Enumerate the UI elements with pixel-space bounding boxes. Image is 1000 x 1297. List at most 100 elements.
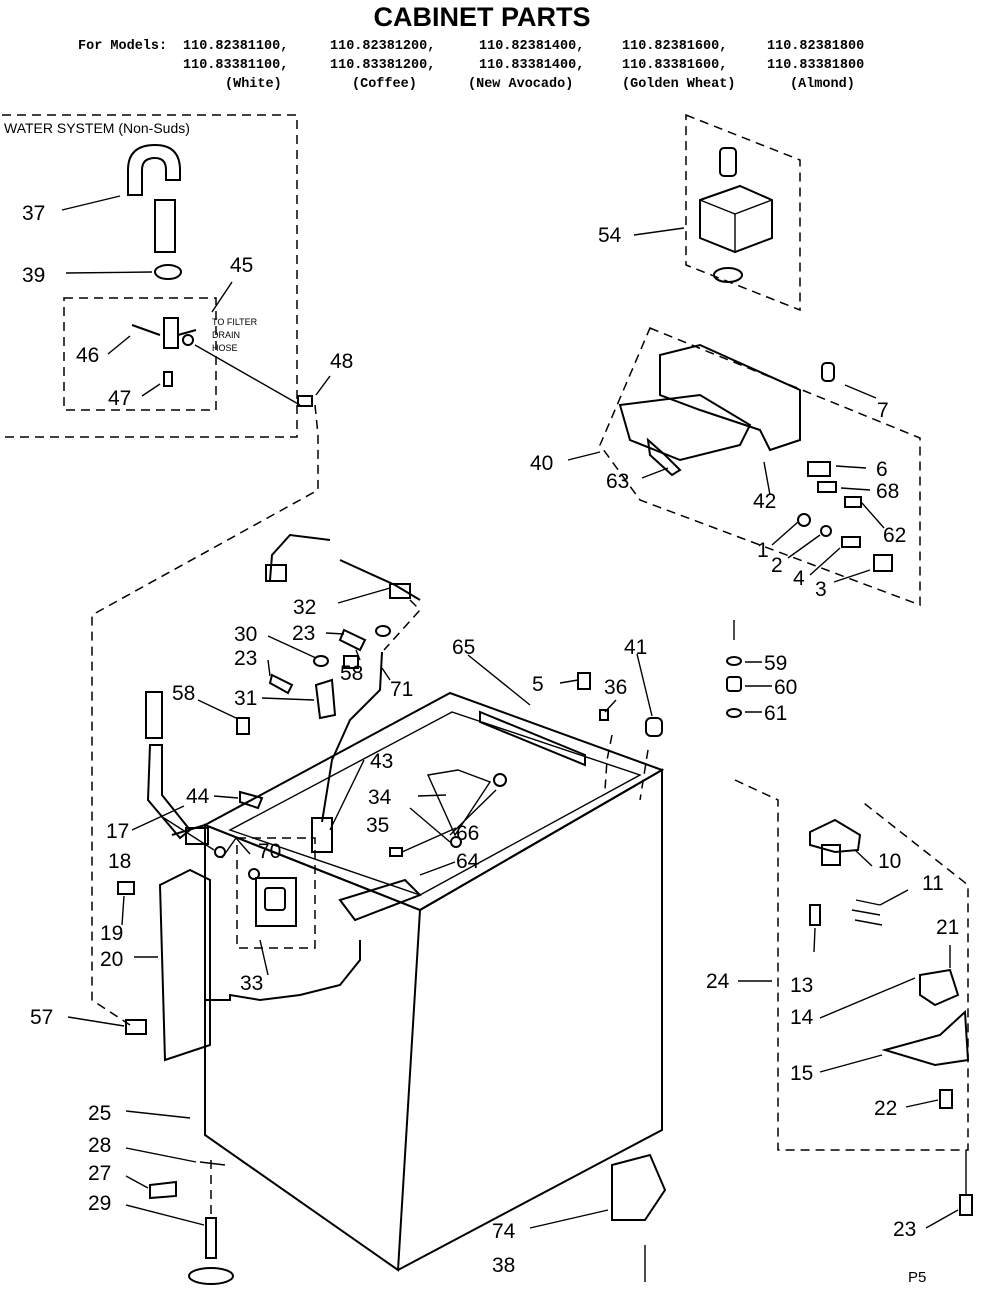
- model-color: (Coffee): [352, 77, 417, 92]
- part-label: 23: [893, 1218, 916, 1241]
- leader-line: [131, 805, 185, 831]
- clip-48: [297, 395, 313, 407]
- bracket: [221, 836, 251, 859]
- leader-line: [763, 461, 771, 496]
- part-label: 58: [340, 662, 363, 685]
- part-label: 38: [492, 1254, 515, 1277]
- bracket-74: [611, 1153, 667, 1221]
- leader-line: [121, 895, 125, 926]
- part-label: 19: [100, 922, 123, 945]
- part-18-ring: [214, 846, 226, 858]
- hose-37: [127, 143, 181, 196]
- plug-47: [163, 371, 173, 387]
- part-70: [248, 868, 260, 880]
- switch-box-33: [236, 837, 316, 949]
- part-label: 11: [922, 872, 944, 895]
- part-label: 21: [936, 916, 959, 939]
- part-label: 66: [456, 822, 479, 845]
- leader-line: [449, 789, 497, 836]
- switch-face: [264, 887, 286, 911]
- switch-6: [807, 461, 831, 477]
- shaft-4: [841, 536, 861, 548]
- note-to-filter: TO FILTER: [212, 317, 258, 327]
- cap-3: [873, 554, 893, 572]
- part-label: 64: [456, 850, 480, 873]
- water-system-box: [2, 114, 298, 438]
- leader-line: [211, 281, 233, 313]
- water-system-routing: [91, 404, 319, 1026]
- part-label: 6: [876, 458, 888, 481]
- leader-lines: [61, 195, 959, 1229]
- part-label: 20: [100, 948, 123, 971]
- fitting-arms: [131, 324, 197, 336]
- part-label: 68: [876, 480, 899, 503]
- part-60: [726, 676, 742, 692]
- part-66: [389, 847, 403, 857]
- part-label: 23: [234, 647, 257, 670]
- leader-line: [633, 227, 685, 236]
- part-label: 65: [452, 636, 475, 659]
- fitting-18: [185, 827, 209, 845]
- part-label: 1: [757, 539, 769, 562]
- hinge-line: [604, 734, 613, 791]
- washer-2: [820, 525, 832, 537]
- models-row-2: 110.83381100, 110.83381200, 110.83381400…: [183, 58, 864, 73]
- screw-58b: [236, 717, 250, 735]
- clip-62: [844, 496, 862, 508]
- part-27: [149, 1180, 177, 1200]
- note-hose: HOSE: [212, 343, 238, 353]
- console-clip-63: [646, 437, 682, 477]
- water-system-label: WATER SYSTEM (Non-Suds): [4, 120, 190, 136]
- leader-line: [844, 384, 877, 399]
- cabinet-top-inner: [228, 711, 642, 896]
- leader-line: [141, 383, 161, 397]
- part-label: 60: [774, 676, 797, 699]
- leader-line: [771, 521, 799, 546]
- screw-13: [809, 904, 821, 926]
- part-label: 3: [815, 578, 827, 601]
- screw-58: [343, 655, 359, 669]
- leader-line: [401, 827, 457, 853]
- part-label: 48: [330, 350, 353, 373]
- leader-line: [861, 502, 885, 529]
- note-drain: DRAIN: [212, 330, 240, 340]
- leader-line: [925, 1209, 959, 1229]
- dispenser-box: [685, 113, 801, 312]
- harness-connector: [269, 533, 331, 581]
- leader-line: [905, 1099, 939, 1108]
- leader-line: [559, 679, 579, 684]
- leader-line: [194, 344, 301, 406]
- part-label: 42: [753, 490, 776, 513]
- model-color: (Golden Wheat): [622, 77, 735, 92]
- part-44: [239, 790, 264, 810]
- part-30: [313, 655, 329, 667]
- pump-box-24: [734, 779, 969, 1151]
- leader-line: [259, 939, 269, 976]
- spring-68: [817, 481, 837, 493]
- model-number: 110.83381200,: [330, 58, 435, 73]
- part-label: 36: [604, 676, 627, 699]
- console-panel: [618, 393, 752, 462]
- part-label: 14: [790, 1006, 814, 1029]
- leader-line: [125, 1204, 205, 1226]
- model-number: 110.83381600,: [622, 58, 727, 73]
- model-number: 110.82381600,: [622, 39, 727, 54]
- console-box: [599, 327, 921, 607]
- part-label: 28: [88, 1134, 111, 1157]
- valve-10: [809, 818, 862, 854]
- part-36: [599, 709, 609, 721]
- leg-foot: [188, 1267, 234, 1285]
- part-label: 27: [88, 1162, 111, 1185]
- model-number: 110.82381100,: [183, 39, 288, 54]
- leader-line: [854, 849, 873, 867]
- part-66-ring: [493, 773, 507, 787]
- part-23-clip: [338, 628, 367, 652]
- connector-plug: [265, 564, 287, 582]
- model-number: 110.83381800: [767, 58, 864, 73]
- part-label: 15: [790, 1062, 813, 1085]
- part-label: 4: [793, 567, 805, 590]
- rear-panel-20: [158, 868, 211, 1062]
- leader-line: [529, 1209, 609, 1229]
- panel-64: [338, 878, 422, 922]
